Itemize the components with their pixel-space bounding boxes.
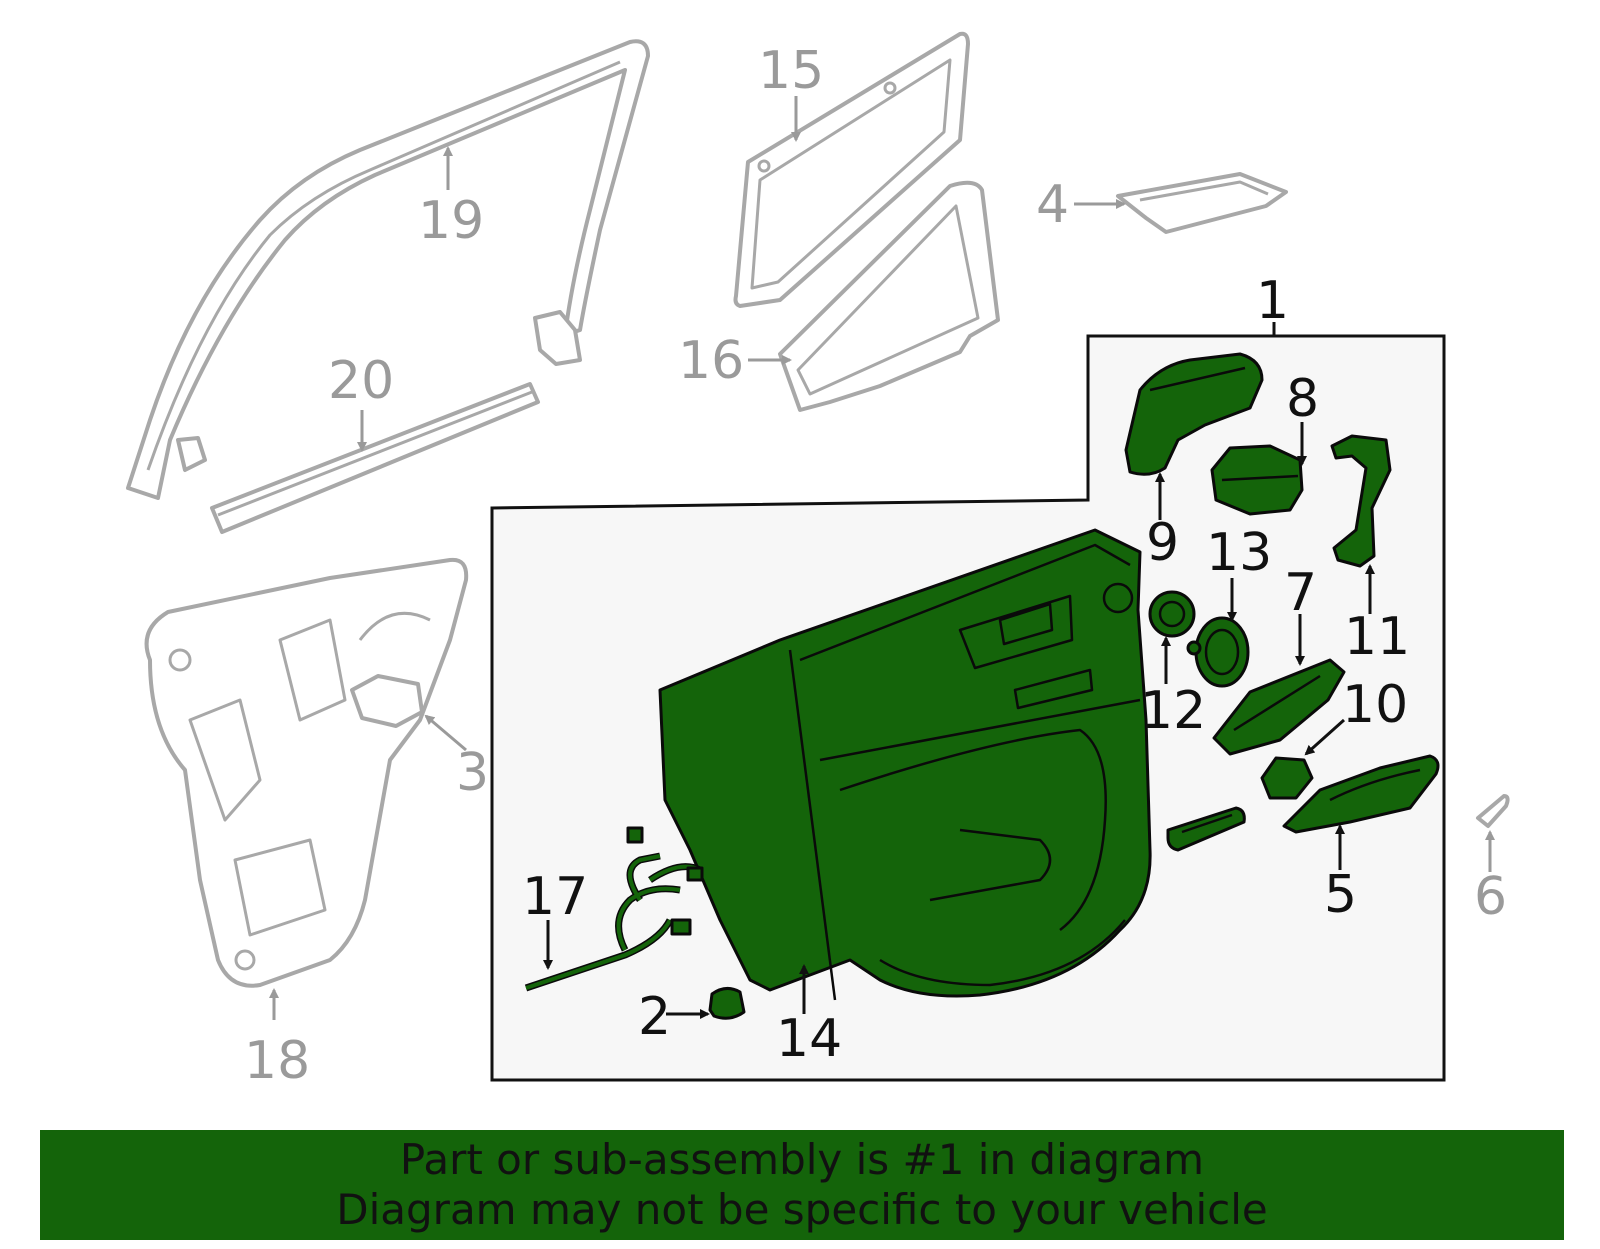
callout-14: 14: [776, 1009, 842, 1069]
callout-20: 20: [328, 351, 394, 411]
callout-15: 15: [758, 41, 824, 101]
part-18-door-module: [144, 557, 469, 988]
callout-19: 19: [418, 191, 484, 251]
part-3-bracket: [350, 674, 424, 728]
part-5-inside-handle: [1282, 754, 1440, 834]
callout-6: 6: [1474, 867, 1507, 927]
part-15-window-seal: [733, 31, 970, 308]
part-9-handle-bezel: [1124, 352, 1264, 476]
part-10-small-switch: [1260, 756, 1314, 800]
part-16-lower-seal: [778, 180, 1000, 412]
callout-8: 8: [1286, 369, 1319, 429]
callout-5: 5: [1324, 865, 1357, 925]
callout-12: 12: [1140, 681, 1206, 741]
callout-17: 17: [522, 867, 588, 927]
part-14-door-trim-panel: [658, 528, 1152, 1001]
banner-line-1: Part or sub-assembly is #1 in diagram: [399, 1135, 1205, 1184]
part-17-wiring-harness: [524, 826, 704, 992]
part-13-speaker: [1186, 616, 1250, 688]
part-7-handle-housing: [1212, 658, 1346, 756]
leader-3: [424, 714, 467, 752]
part-4-trim-piece: [1116, 172, 1288, 234]
parts-diagram: 1 2 3 4 5 6 7 8 9 10 11 12 13 14 15 16 1…: [126, 31, 1510, 1091]
part-20-belt-weatherstrip: [210, 382, 540, 534]
callout-7: 7: [1284, 563, 1317, 623]
leader-10: [1304, 718, 1346, 756]
part-2-retainer: [708, 987, 746, 1020]
part-6-clip: [1476, 794, 1510, 828]
callout-4: 4: [1036, 175, 1069, 235]
callout-11: 11: [1344, 607, 1410, 667]
callout-9: 9: [1146, 513, 1179, 573]
callout-10: 10: [1342, 675, 1408, 735]
part-8-switch: [1210, 444, 1304, 516]
reflector-pad: [1166, 806, 1246, 852]
info-banner: Part or sub-assembly is #1 in diagram Di…: [40, 1130, 1564, 1240]
part-12-grille: [1148, 590, 1196, 638]
banner-line-2: Diagram may not be specific to your vehi…: [336, 1185, 1268, 1234]
callout-2: 2: [638, 987, 671, 1047]
callout-1: 1: [1256, 271, 1289, 331]
callout-3: 3: [456, 743, 489, 803]
callout-16: 16: [678, 331, 744, 391]
callout-18: 18: [244, 1031, 310, 1091]
callout-13: 13: [1206, 523, 1272, 583]
part-11-rod: [1330, 434, 1392, 568]
part-19-window-frame: [126, 39, 650, 500]
